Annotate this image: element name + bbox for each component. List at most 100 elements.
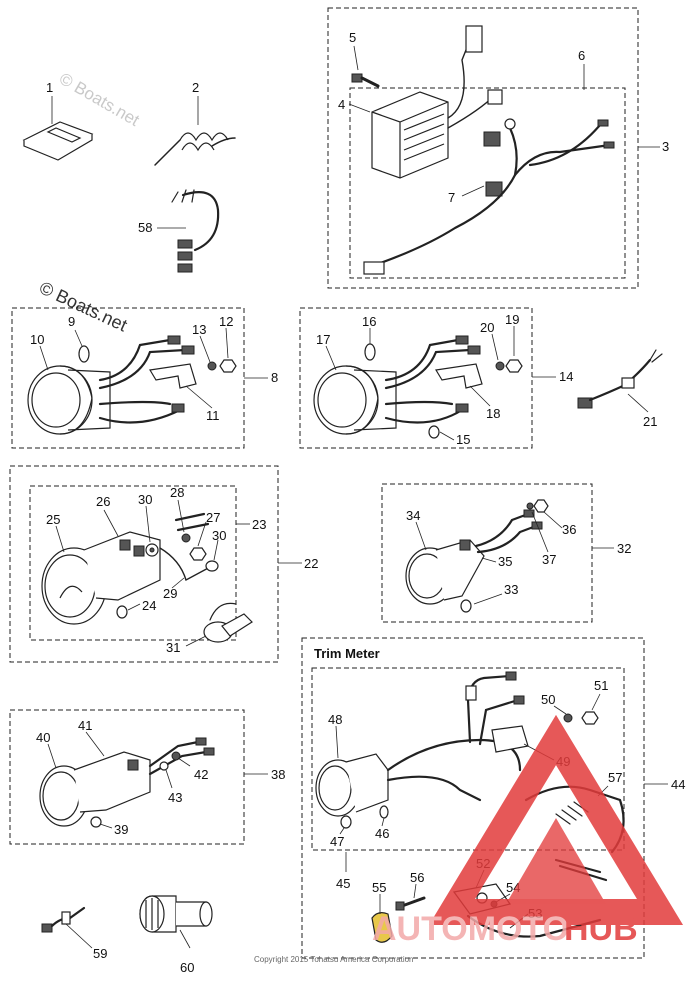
trim-meter-title: Trim Meter <box>314 646 380 661</box>
part-12-nut <box>219 359 237 373</box>
callout-7: 7 <box>448 190 455 205</box>
part-41-housing <box>73 751 151 813</box>
part-13-nut <box>207 361 217 371</box>
group-45-box <box>311 667 625 851</box>
callout-2: 2 <box>192 80 199 95</box>
group-8-box <box>11 307 245 449</box>
callout-23: 23 <box>252 517 266 532</box>
part-5-bolt <box>351 73 380 88</box>
callout-14: 14 <box>559 369 573 384</box>
callout-18: 18 <box>486 406 500 421</box>
group-44-box <box>301 637 645 959</box>
part-9-bulb <box>78 345 90 363</box>
callout-30a: 30 <box>138 492 152 507</box>
callout-42: 42 <box>194 767 208 782</box>
part-20-nut <box>495 361 505 371</box>
part-24-bulb <box>116 605 128 619</box>
part-47-ring <box>340 815 352 829</box>
part-34-gauge <box>405 539 485 605</box>
callout-24: 24 <box>142 598 156 613</box>
brand-logo: AUTOMOTO HUB <box>372 714 684 948</box>
callout-20: 20 <box>480 320 494 335</box>
part-39-bulb <box>90 816 102 828</box>
part-28-nut <box>181 533 191 543</box>
part-6-harness <box>363 118 615 275</box>
group-38-box <box>9 709 245 845</box>
group-6-box <box>349 87 626 279</box>
callout-12: 12 <box>219 314 233 329</box>
callout-47: 47 <box>330 834 344 849</box>
callout-31: 31 <box>166 640 180 655</box>
part-4-rectifier <box>371 25 503 179</box>
part-36-nut <box>533 499 549 513</box>
callout-9: 9 <box>68 314 75 329</box>
part-31-switch <box>203 602 253 643</box>
callout-30b: 30 <box>212 528 226 543</box>
callout-36: 36 <box>562 522 576 537</box>
callout-39: 39 <box>114 822 128 837</box>
callout-34: 34 <box>406 508 420 523</box>
part-48-meter <box>315 753 389 817</box>
part-43-nut <box>159 761 169 771</box>
callout-58: 58 <box>138 220 152 235</box>
callout-43: 43 <box>168 790 182 805</box>
part-8-wires <box>98 335 195 424</box>
group-3-box <box>327 7 639 289</box>
callout-41: 41 <box>78 718 92 733</box>
part-46-bulb <box>379 805 389 819</box>
callout-44: 44 <box>671 777 685 792</box>
copyright-text: Copyright 2015 Tohatsu America Corporati… <box>254 955 414 964</box>
callout-50: 50 <box>541 692 555 707</box>
callout-60: 60 <box>180 960 194 975</box>
part-7-clip <box>483 131 503 197</box>
part-1-pad <box>22 121 94 161</box>
part-55-clamp <box>371 912 393 943</box>
callout-59: 59 <box>93 946 107 961</box>
watermark-dark: © Boats.net <box>36 277 130 335</box>
callout-11: 11 <box>206 408 220 423</box>
part-19-nut <box>505 359 523 373</box>
callout-38: 38 <box>271 767 285 782</box>
callout-5: 5 <box>349 30 356 45</box>
part-60-grommet <box>139 895 213 933</box>
callout-27: 27 <box>206 510 220 525</box>
part-56-bolt <box>395 896 426 911</box>
callout-51: 51 <box>594 678 608 693</box>
callout-48: 48 <box>328 712 342 727</box>
callout-19: 19 <box>505 312 519 327</box>
callout-32: 32 <box>617 541 631 556</box>
callout-25: 25 <box>46 512 60 527</box>
callout-16: 16 <box>362 314 376 329</box>
part-15-bulb <box>428 425 440 439</box>
callout-17: 17 <box>316 332 330 347</box>
callout-46: 46 <box>375 826 389 841</box>
group-14-box <box>299 307 533 449</box>
brand-text-hub: HUB <box>564 910 638 948</box>
part-30-washer <box>145 543 159 557</box>
part-26-housing <box>83 531 161 601</box>
callout-21: 21 <box>643 414 657 429</box>
part-51-nut <box>581 711 599 725</box>
group-32-box <box>381 483 593 623</box>
callout-29: 29 <box>163 586 177 601</box>
callout-56: 56 <box>410 870 424 885</box>
callout-57: 57 <box>608 770 622 785</box>
callout-13: 13 <box>192 322 206 337</box>
part-35-wires <box>474 509 543 554</box>
callout-35: 35 <box>498 554 512 569</box>
callout-28: 28 <box>170 485 184 500</box>
part-49-bracket <box>491 725 529 753</box>
part-45-harness <box>386 671 525 802</box>
callout-33: 33 <box>504 582 518 597</box>
callout-40: 40 <box>36 730 50 745</box>
watermark: © Boats.net <box>56 69 143 130</box>
part-17-gauge <box>313 365 397 435</box>
part-2-coil <box>154 132 236 166</box>
part-50-nut <box>563 713 573 723</box>
part-11-bracket <box>149 363 197 389</box>
callout-1: 1 <box>46 80 53 95</box>
part-30b-bulb <box>205 560 219 572</box>
part-29-wire <box>159 512 213 582</box>
part-16-bulb <box>364 343 376 361</box>
part-58-harness <box>171 189 220 273</box>
